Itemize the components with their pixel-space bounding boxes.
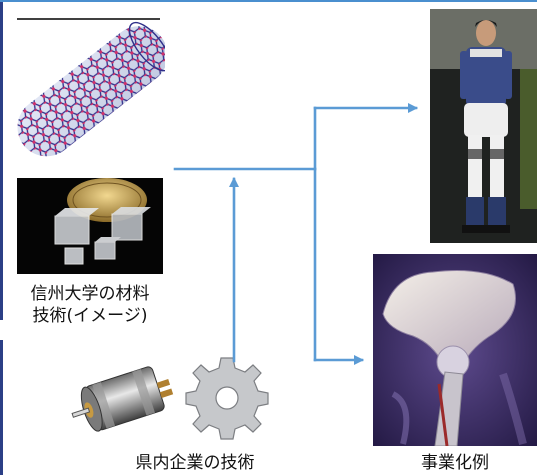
materials-caption-line1: 信州大学の材料 (30, 284, 150, 304)
gear-icon (184, 355, 270, 441)
left-border-upper (0, 2, 3, 320)
carbon-nanotube-image (15, 12, 165, 167)
flow-arrows (170, 95, 430, 370)
dc-motor-image (68, 355, 184, 441)
local-tech-caption: 県内企業の技術 (135, 453, 255, 473)
materials-caption: 信州大学の材料 技術(イメージ) (12, 283, 168, 327)
robotic-suit-photo (430, 9, 537, 243)
materials-caption-line2: 技術(イメージ) (32, 306, 148, 326)
top-border (0, 0, 537, 2)
left-border-lower (0, 340, 3, 475)
crystal-cubes-photo (17, 178, 163, 274)
business-example-caption: 事業化例 (421, 453, 489, 473)
hip-joint-implant-image (373, 254, 537, 446)
